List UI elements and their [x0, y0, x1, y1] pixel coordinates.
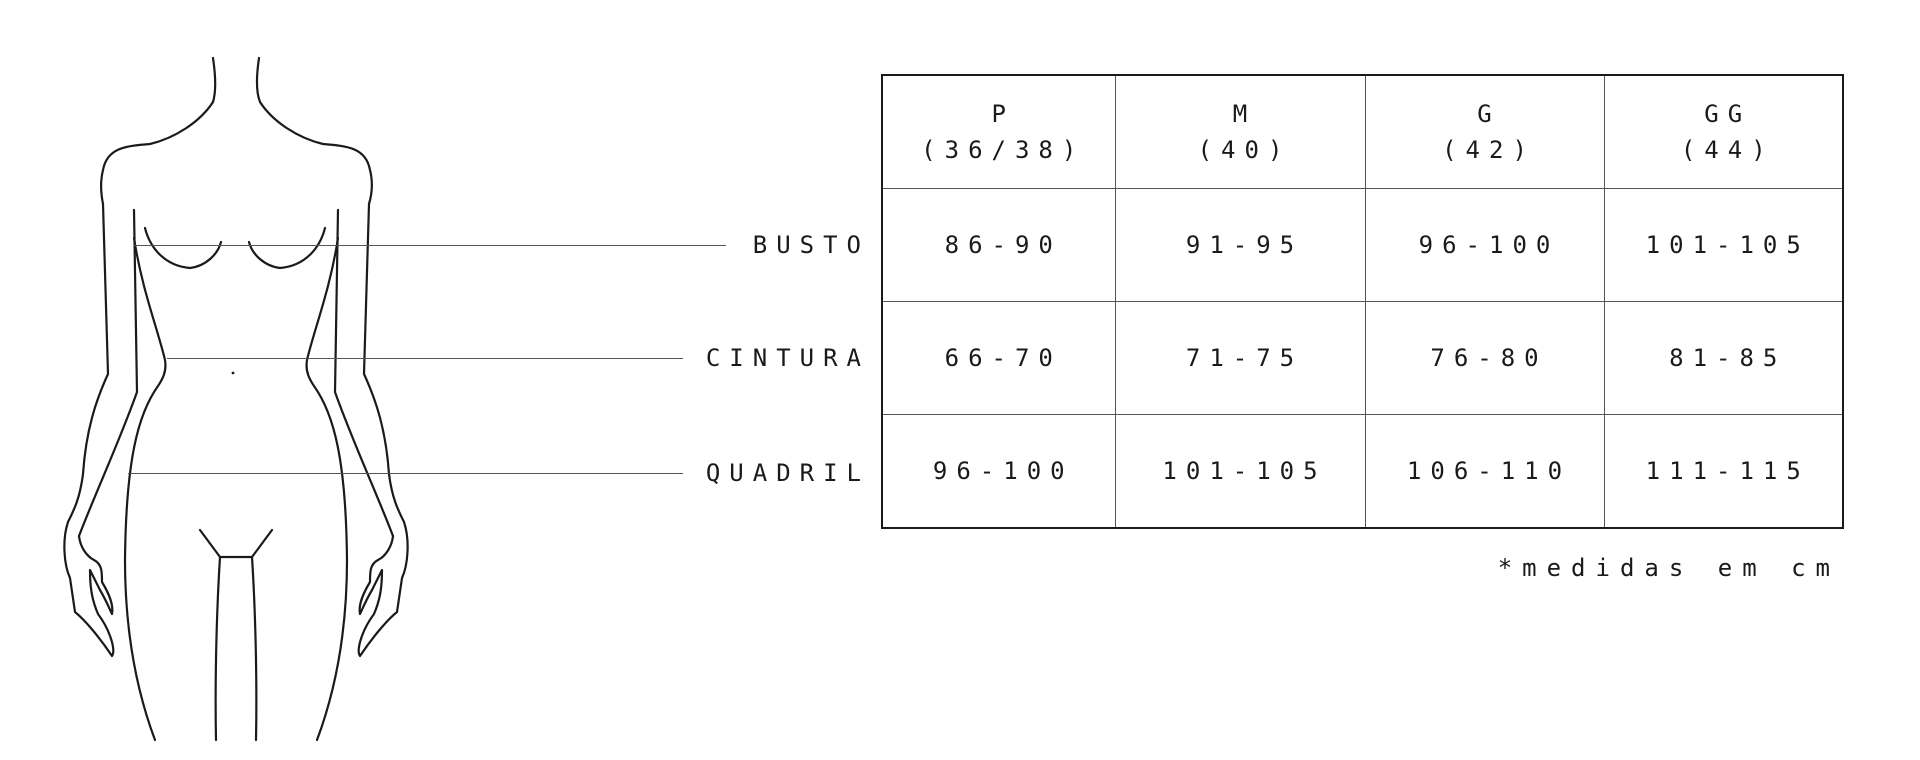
size-chart-table: P (36/38) M (40) G (42) GG (44) 86-90 91…	[881, 74, 1844, 529]
torso-right	[305, 236, 349, 742]
shoulder-left	[100, 100, 215, 206]
waist-guide-line	[167, 358, 683, 359]
table-row-waist: 66-70 71-75 76-80 81-85	[881, 301, 1844, 415]
table-row-bust: 86-90 91-95 96-100 101-105	[881, 188, 1844, 302]
leg-inner-left	[214, 555, 222, 742]
table-cell: 96-100	[881, 414, 1116, 529]
neck-right	[255, 56, 262, 104]
size-number: (44)	[1680, 136, 1775, 164]
size-header-row: P (36/38) M (40) G (42) GG (44)	[881, 74, 1844, 189]
crotch	[198, 528, 274, 559]
size-header-gg: GG (44)	[1603, 74, 1844, 189]
table-cell: 101-105	[1114, 414, 1366, 529]
table-cell: 76-80	[1364, 301, 1605, 415]
shoulder-right	[258, 100, 373, 206]
size-number: (36/38)	[921, 136, 1086, 164]
size-name: P	[991, 100, 1015, 128]
navel-mark	[231, 371, 235, 375]
bust-right	[247, 226, 327, 270]
table-cell: 96-100	[1364, 188, 1605, 302]
size-header-p: P (36/38)	[881, 74, 1116, 189]
table-cell: 111-115	[1603, 414, 1844, 529]
table-cell: 81-85	[1603, 301, 1844, 415]
hand-left	[77, 534, 114, 616]
arm-inner-right	[333, 208, 395, 538]
size-name: M	[1232, 100, 1257, 128]
size-header-g: G (42)	[1364, 74, 1605, 189]
bust-left	[143, 226, 223, 270]
arm-outer-right	[357, 202, 409, 658]
size-number: (40)	[1197, 136, 1292, 164]
waist-label: CINTURA	[705, 344, 870, 372]
table-row-hip: 96-100 101-105 106-110 111-115	[881, 414, 1844, 529]
table-cell: 71-75	[1114, 301, 1366, 415]
size-name: G	[1477, 100, 1501, 128]
size-name: GG	[1704, 100, 1752, 128]
table-cell: 91-95	[1114, 188, 1366, 302]
leg-inner-right	[250, 555, 258, 742]
size-number: (42)	[1442, 136, 1536, 164]
arm-outer-left	[63, 202, 115, 658]
table-cell: 86-90	[881, 188, 1116, 302]
hand-right	[358, 534, 395, 616]
arm-inner-left	[77, 208, 139, 538]
hip-guide-line	[128, 473, 683, 474]
table-cell: 106-110	[1364, 414, 1605, 529]
units-note: *medidas em cm	[1497, 554, 1840, 582]
bust-label: BUSTO	[752, 231, 870, 259]
size-header-m: M (40)	[1114, 74, 1366, 189]
neck-left	[211, 56, 217, 104]
table-cell: 66-70	[881, 301, 1116, 415]
torso-left	[123, 236, 167, 742]
hip-label: QUADRIL	[705, 459, 870, 487]
bust-guide-line	[134, 245, 726, 246]
table-cell: 101-105	[1603, 188, 1844, 302]
